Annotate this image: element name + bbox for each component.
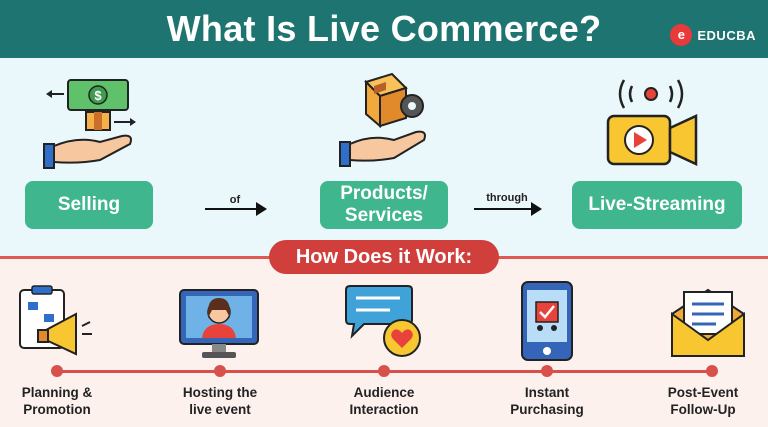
- step-line: Planning &: [21, 385, 93, 400]
- step-line: live event: [189, 402, 251, 417]
- timeline-dot: [378, 365, 390, 377]
- connector-through: through: [486, 192, 528, 204]
- connector-arrow-1: [205, 202, 267, 216]
- educba-logo: e EDUCBA: [670, 24, 756, 46]
- header-bar: [0, 0, 768, 58]
- step-line: Interaction: [349, 402, 419, 417]
- envelope-letter-icon: [671, 288, 745, 357]
- logo-text: EDUCBA: [697, 27, 756, 43]
- step-line: Hosting the: [182, 385, 258, 400]
- term-selling: Selling: [25, 181, 153, 229]
- step-label-planning: Planning & Promotion: [0, 384, 122, 418]
- step-label-audience: Audience Interaction: [319, 384, 449, 418]
- timeline-dot: [51, 365, 63, 377]
- megaphone-clipboard-icon: [19, 285, 92, 356]
- connector-arrow-2: [474, 202, 542, 216]
- connector-of: of: [229, 194, 241, 206]
- chat-heart-icon: [345, 285, 421, 357]
- monitor-host-icon: [179, 289, 259, 358]
- step-line: Instant: [524, 385, 570, 400]
- term-live-streaming: Live-Streaming: [572, 181, 742, 229]
- term-products-services: Products/ Services: [320, 181, 448, 229]
- timeline-dot: [706, 365, 718, 377]
- video-camera-icon: [606, 79, 698, 166]
- step-line: Post-Event: [667, 385, 739, 400]
- step-label-hosting: Hosting the live event: [155, 384, 285, 418]
- step-label-follow-up: Post-Event Follow-Up: [638, 384, 768, 418]
- page-title: What Is Live Commerce?: [166, 8, 602, 49]
- timeline-dot: [214, 365, 226, 377]
- how-heading: How Does it Work:: [269, 240, 499, 274]
- svg-text:$: $: [94, 88, 102, 103]
- box-gear-hand-icon: [339, 72, 426, 167]
- timeline-dot: [541, 365, 553, 377]
- phone-cart-icon: [521, 281, 573, 361]
- step-line: Follow-Up: [670, 402, 736, 417]
- step-line: Promotion: [23, 402, 91, 417]
- step-label-purchasing: Instant Purchasing: [482, 384, 612, 418]
- step-line: Audience: [353, 385, 415, 400]
- educba-logo-icon: e: [670, 24, 693, 46]
- step-line: Purchasing: [510, 402, 584, 417]
- money-hand-icon: $: [43, 79, 136, 169]
